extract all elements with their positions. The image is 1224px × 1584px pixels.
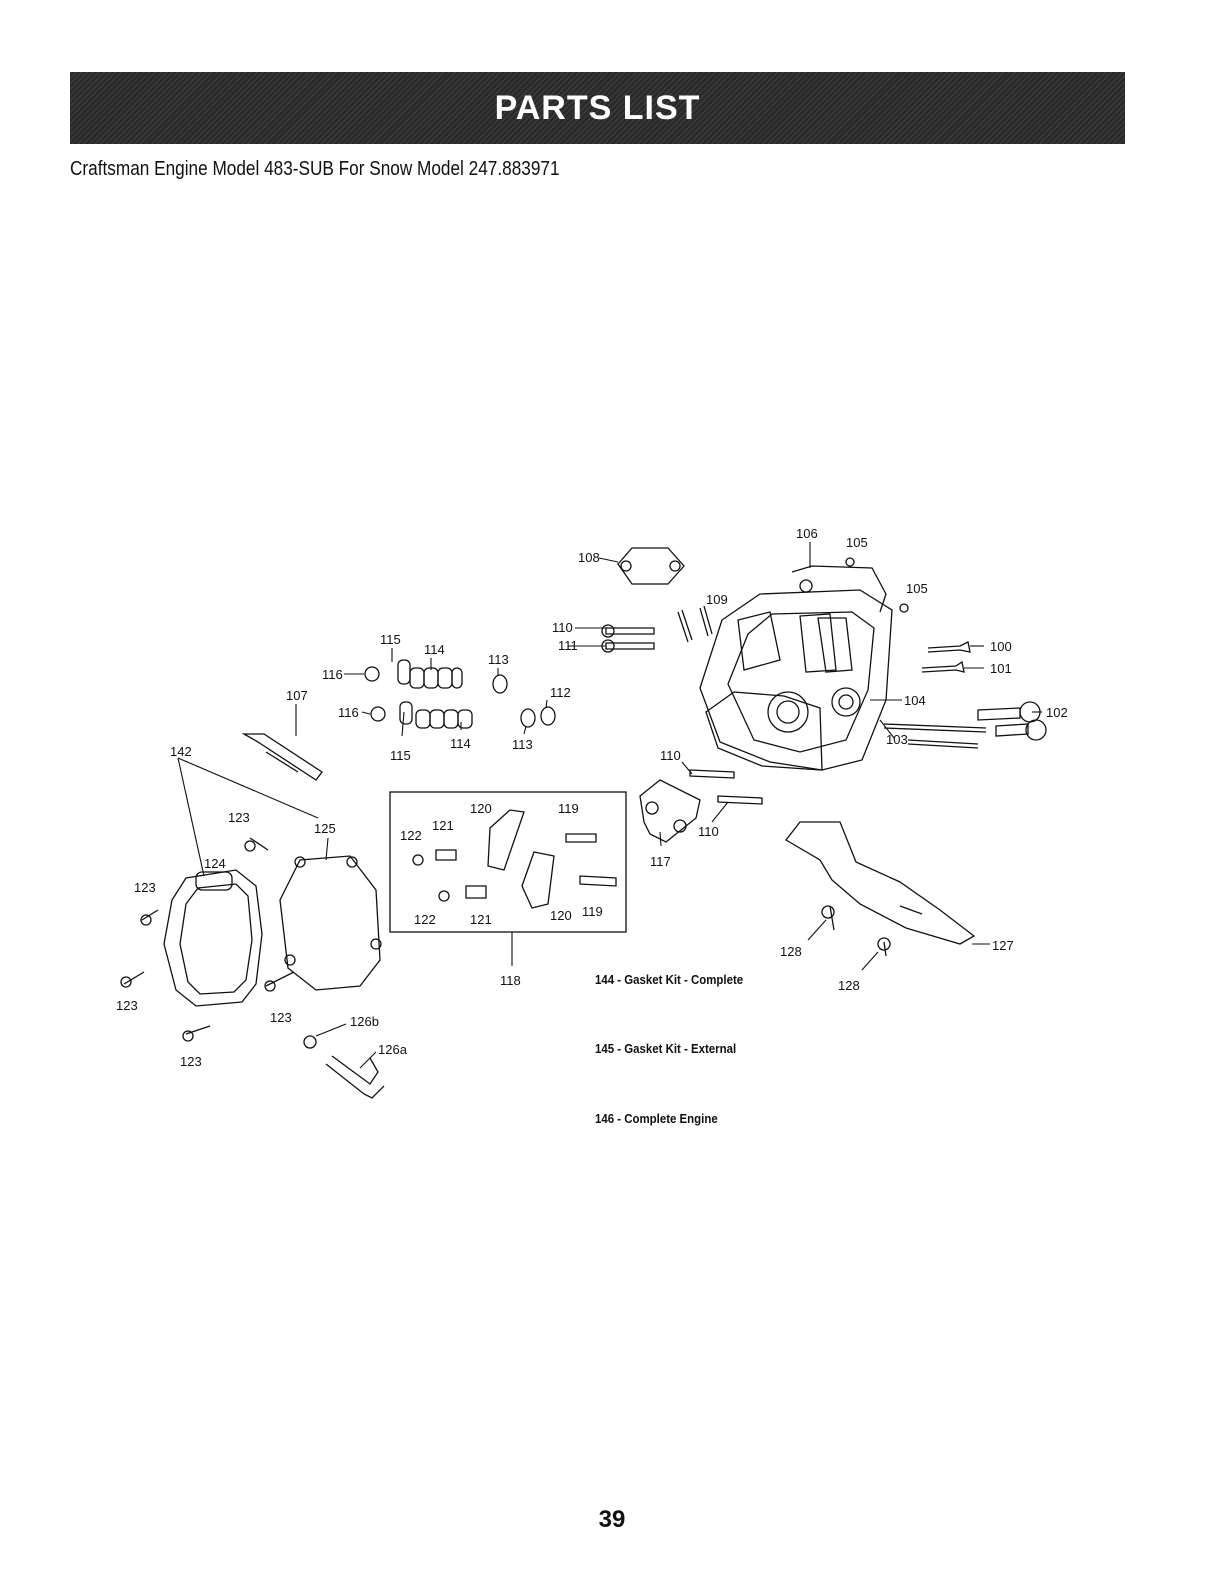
callout-113: 113 [488,652,509,667]
callout-122: 122 [414,912,436,927]
callout-119: 119 [558,801,579,816]
detail-box-118 [389,791,627,933]
callout-106: 106 [796,526,818,541]
legend-gasket-kit-complete: 144 - Gasket Kit - Complete [595,972,744,987]
callout-123: 123 [180,1054,202,1069]
callout-124: 124 [204,856,226,871]
callout-104: 104 [904,693,926,708]
callout-111: 111 [558,638,578,653]
callout-128: 128 [838,978,860,993]
legend-complete-engine: 146 - Complete Engine [595,1111,718,1126]
leader-lines [177,542,1042,1069]
callout-105: 105 [846,535,868,550]
callout-110: 110 [552,620,573,635]
callout-120: 120 [470,801,492,816]
callout-125: 125 [314,821,336,836]
page-number: 39 [598,1506,626,1533]
callout-128: 128 [780,944,802,959]
spark-plug-107-shape [241,733,323,781]
callout-101: 101 [990,661,1012,676]
cylinder-head-shape [699,589,893,771]
bolt-110-upper-shape [605,627,655,635]
callout-110: 110 [698,824,719,839]
callout-122: 122 [400,828,422,843]
callout-117: 117 [650,854,671,869]
valve-cover-124-shape [163,869,263,1007]
callout-112: 112 [550,685,571,700]
callout-123: 123 [270,1010,292,1025]
callout-118: 118 [500,973,521,988]
callout-114: 114 [450,736,471,751]
callout-114: 114 [424,642,445,657]
engine-model-subtitle: Craftsman Engine Model 483-SUB For Snow … [70,158,560,180]
callout-127: 127 [992,938,1014,953]
callout-123: 123 [134,880,156,895]
callout-103: 103 [886,732,908,747]
callout-142: 142 [170,744,192,759]
callout-105: 105 [906,581,928,596]
callout-110: 110 [660,748,681,763]
bolt-111-shape [605,642,655,650]
callout-120: 120 [550,908,572,923]
callout-123: 123 [228,810,250,825]
header-banner: PARTS LIST [70,72,1125,144]
callout-107: 107 [286,688,308,703]
callout-126a: 126a [378,1042,408,1057]
callout-116: 116 [338,705,359,720]
callout-102: 102 [1046,705,1068,720]
callout-113: 113 [512,737,533,752]
legend-gasket-kit-external: 145 - Gasket Kit - External [595,1041,737,1056]
callout-126b: 126b [350,1014,379,1029]
deflector-127-shape [785,821,976,945]
callout-119: 119 [582,904,603,919]
callout-123: 123 [116,998,138,1013]
callout-100: 100 [990,639,1012,654]
gasket-108-shape [617,547,685,585]
callout-115: 115 [380,632,401,647]
head-gasket-106-shape [791,565,887,613]
diagram-artwork [120,547,1047,1099]
page-title: PARTS LIST [494,88,701,127]
callout-121: 121 [432,818,454,833]
callout-116: 116 [322,667,343,682]
callout-109: 109 [706,592,728,607]
callout-121: 121 [470,912,492,927]
breather-tube-126a-shape [331,1055,379,1085]
part-callouts: 100 101 102 103 104 105 105 106 107 108 … [116,526,1068,1069]
callout-108: 108 [578,550,600,565]
gasket-125-shape [279,855,381,991]
callout-115: 115 [390,748,411,763]
plate-117-shape [639,779,701,843]
